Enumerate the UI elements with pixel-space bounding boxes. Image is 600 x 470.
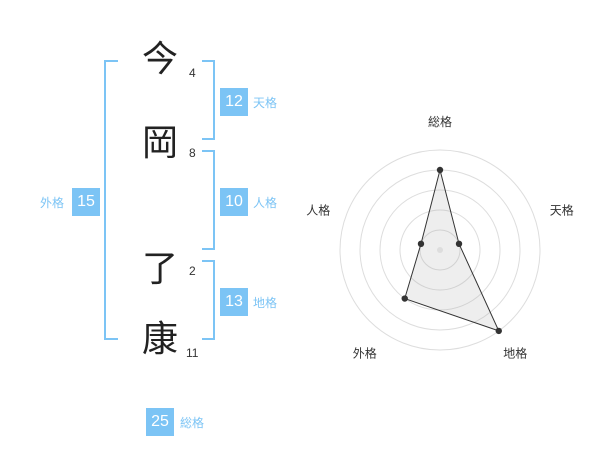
radar-axis-label: 外格 [353,346,377,361]
radar-center-dot [437,247,443,253]
radar-axis-label: 地格 [503,346,527,361]
radar-data-point [455,240,463,248]
jinkaku-score: 10 [220,188,248,216]
chikaku-label: 地格 [253,296,278,310]
radar-data-point [401,295,408,302]
stroke-count-4: 11 [186,346,199,360]
tenkaku-label: 天格 [253,96,278,110]
chikaku-bracket [202,260,215,340]
radar-data-point [436,166,444,174]
radar-grid-ring [339,149,541,351]
tenkaku-bracket [202,60,215,140]
radar-axis-label: 天格 [550,202,574,217]
radar-series-area [404,169,500,332]
stroke-count-1: 4 [189,66,196,80]
kanji-4: 康 [141,319,178,360]
radar-axis-label: 人格 [306,202,330,217]
kanji-2: 岡 [141,123,178,164]
stroke-count-3: 2 [189,264,196,278]
tenkaku-score: 12 [220,88,248,116]
radar-data-point [417,240,425,248]
radar-grid-ring [419,229,461,271]
radar-grid-ring [379,189,501,311]
gaikaku-bracket [104,60,118,340]
radar-data-point [495,327,502,335]
radar-axis-label: 総格 [428,114,452,129]
gaikaku-label: 外格 [40,196,65,210]
kanji-1: 今 [141,39,178,80]
stroke-count-2: 8 [189,146,196,160]
radar-grid-ring [399,209,481,291]
soukaku-label: 総格 [180,416,205,430]
kanji-3: 了 [141,249,178,290]
jinkaku-label: 人格 [253,196,278,210]
jinkaku-bracket [202,150,215,250]
gaikaku-score: 15 [72,188,100,216]
soukaku-score: 25 [146,408,174,436]
chikaku-score: 13 [220,288,248,316]
